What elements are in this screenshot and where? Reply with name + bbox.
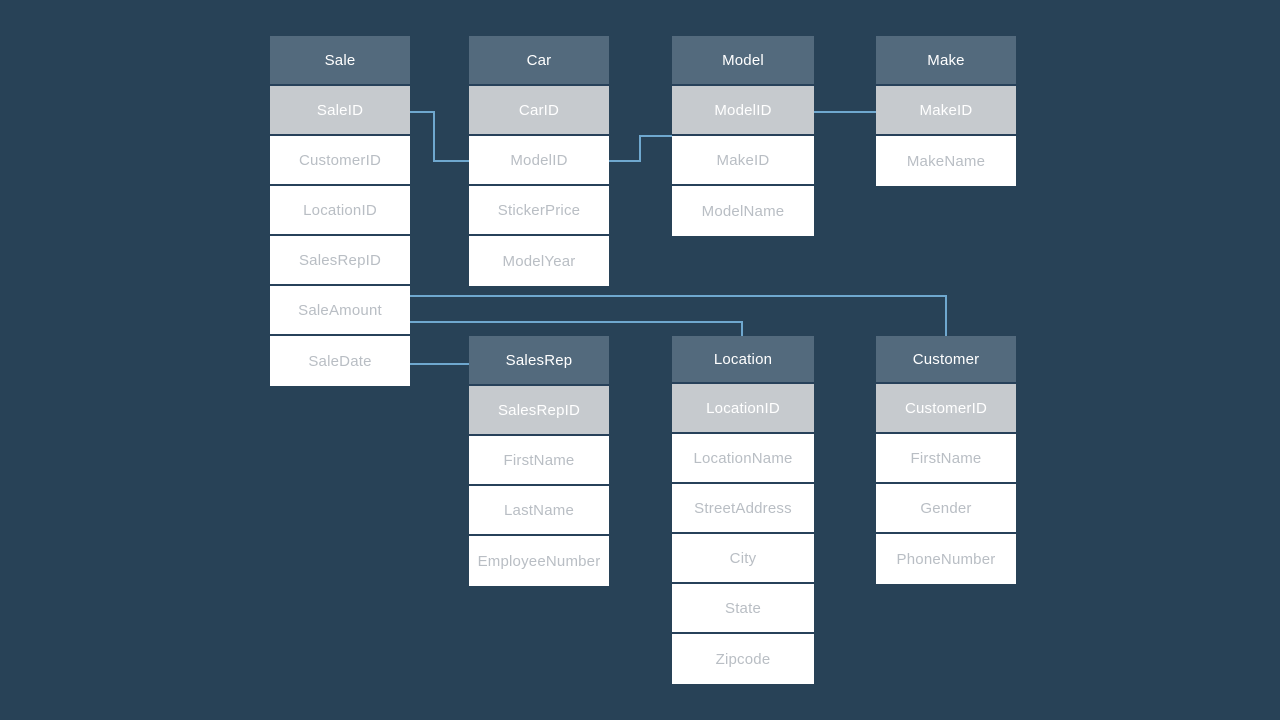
entity-header-location: Location <box>672 336 814 384</box>
entity-header-salesrep: SalesRep <box>469 336 609 386</box>
entity-header-make: Make <box>876 36 1016 86</box>
field-sale-saleamount[interactable]: SaleAmount <box>270 286 410 336</box>
field-model-makeid[interactable]: MakeID <box>672 136 814 186</box>
field-salesrep-lastname[interactable]: LastName <box>469 486 609 536</box>
rel-sale-location <box>410 321 743 336</box>
field-location-locationname[interactable]: LocationName <box>672 434 814 484</box>
field-car-modelid[interactable]: ModelID <box>469 136 609 186</box>
field-location-city[interactable]: City <box>672 534 814 584</box>
rel-sale-customer <box>410 295 947 336</box>
primary-key-field-model-modelid[interactable]: ModelID <box>672 86 814 136</box>
field-location-state[interactable]: State <box>672 584 814 634</box>
field-sale-saledate[interactable]: SaleDate <box>270 336 410 386</box>
field-sale-customerid[interactable]: CustomerID <box>270 136 410 186</box>
field-location-zipcode[interactable]: Zipcode <box>672 634 814 684</box>
primary-key-field-car-carid[interactable]: CarID <box>469 86 609 136</box>
primary-key-field-make-makeid[interactable]: MakeID <box>876 86 1016 136</box>
field-sale-locationid[interactable]: LocationID <box>270 186 410 236</box>
field-salesrep-employeenumber[interactable]: EmployeeNumber <box>469 536 609 586</box>
entity-header-car: Car <box>469 36 609 86</box>
entity-header-customer: Customer <box>876 336 1016 384</box>
primary-key-field-salesrep-salesrepid[interactable]: SalesRepID <box>469 386 609 436</box>
primary-key-field-customer-customerid[interactable]: CustomerID <box>876 384 1016 434</box>
field-customer-phonenumber[interactable]: PhoneNumber <box>876 534 1016 584</box>
field-customer-gender[interactable]: Gender <box>876 484 1016 534</box>
entity-header-model: Model <box>672 36 814 86</box>
field-customer-firstname[interactable]: FirstName <box>876 434 1016 484</box>
entity-header-sale: Sale <box>270 36 410 86</box>
rel-sale-car <box>410 111 469 162</box>
primary-key-field-sale-saleid[interactable]: SaleID <box>270 86 410 136</box>
field-location-streetaddress[interactable]: StreetAddress <box>672 484 814 534</box>
primary-key-field-location-locationid[interactable]: LocationID <box>672 384 814 434</box>
field-salesrep-firstname[interactable]: FirstName <box>469 436 609 486</box>
rel-car-model <box>609 135 672 162</box>
field-sale-salesrepid[interactable]: SalesRepID <box>270 236 410 286</box>
field-car-modelyear[interactable]: ModelYear <box>469 236 609 286</box>
field-model-modelname[interactable]: ModelName <box>672 186 814 236</box>
field-car-stickerprice[interactable]: StickerPrice <box>469 186 609 236</box>
field-make-makename[interactable]: MakeName <box>876 136 1016 186</box>
